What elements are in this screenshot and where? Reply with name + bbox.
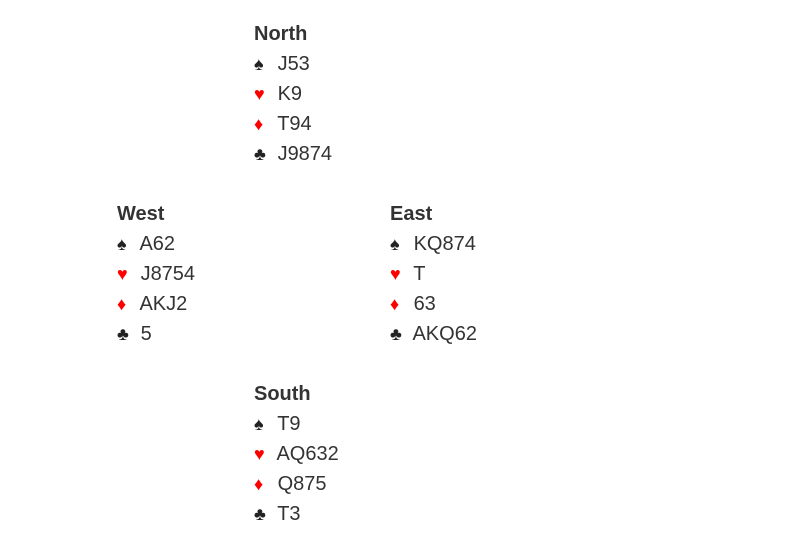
cards: T94 bbox=[277, 113, 312, 135]
cards: AQ632 bbox=[276, 443, 339, 465]
suit-holding-hearts: ♥ K9 bbox=[254, 79, 332, 109]
cards: 63 bbox=[413, 293, 436, 315]
diamond-icon: ♦ bbox=[254, 474, 264, 494]
suit-holding-clubs: ♣ J9874 bbox=[254, 139, 332, 169]
club-icon: ♣ bbox=[254, 504, 266, 524]
heart-icon: ♥ bbox=[254, 444, 265, 464]
hand-east: East♠ KQ874♥ T♦ 63♣ AKQ62 bbox=[390, 199, 477, 349]
suit-holding-diamonds: ♦ Q875 bbox=[254, 469, 339, 499]
cards: A62 bbox=[139, 233, 176, 255]
spade-icon: ♠ bbox=[254, 54, 264, 74]
hand-title: West bbox=[117, 203, 165, 225]
hand-title: East bbox=[390, 203, 433, 225]
spade-icon: ♠ bbox=[117, 234, 127, 254]
diamond-icon: ♦ bbox=[254, 114, 264, 134]
hand-north: North♠ J53♥ K9♦ T94♣ J9874 bbox=[254, 19, 332, 169]
suit-holding-spades: ♠ A62 bbox=[117, 229, 195, 259]
suit-holding-clubs: ♣ 5 bbox=[117, 319, 195, 349]
spade-icon: ♠ bbox=[254, 414, 264, 434]
heart-icon: ♥ bbox=[117, 264, 128, 284]
suit-holding-clubs: ♣ AKQ62 bbox=[390, 319, 477, 349]
cards: KQ874 bbox=[413, 233, 476, 255]
suit-holding-spades: ♠ J53 bbox=[254, 49, 332, 79]
spade-icon: ♠ bbox=[390, 234, 400, 254]
cards: J53 bbox=[277, 53, 310, 75]
suit-holding-clubs: ♣ T3 bbox=[254, 499, 339, 529]
suit-holding-hearts: ♥ AQ632 bbox=[254, 439, 339, 469]
hand-title: North bbox=[254, 23, 308, 45]
heart-icon: ♥ bbox=[390, 264, 401, 284]
cards: J8754 bbox=[140, 263, 196, 285]
suit-holding-diamonds: ♦ T94 bbox=[254, 109, 332, 139]
suit-holding-diamonds: ♦ 63 bbox=[390, 289, 477, 319]
club-icon: ♣ bbox=[117, 324, 129, 344]
cards: AKJ2 bbox=[139, 293, 188, 315]
cards: AKQ62 bbox=[412, 323, 477, 345]
suit-holding-spades: ♠ T9 bbox=[254, 409, 339, 439]
suit-holding-diamonds: ♦ AKJ2 bbox=[117, 289, 195, 319]
hand-title: South bbox=[254, 383, 311, 405]
hand-west: West♠ A62♥ J8754♦ AKJ2♣ 5 bbox=[117, 199, 195, 349]
cards: Q875 bbox=[277, 473, 327, 495]
cards: J9874 bbox=[277, 143, 333, 165]
diamond-icon: ♦ bbox=[390, 294, 400, 314]
club-icon: ♣ bbox=[254, 144, 266, 164]
cards: 5 bbox=[140, 323, 152, 345]
cards: T3 bbox=[277, 503, 301, 525]
hand-south: South♠ T9♥ AQ632♦ Q875♣ T3 bbox=[254, 379, 339, 529]
cards: K9 bbox=[277, 83, 303, 105]
club-icon: ♣ bbox=[390, 324, 402, 344]
diamond-icon: ♦ bbox=[117, 294, 127, 314]
suit-holding-spades: ♠ KQ874 bbox=[390, 229, 477, 259]
suit-holding-hearts: ♥ J8754 bbox=[117, 259, 195, 289]
suit-holding-hearts: ♥ T bbox=[390, 259, 477, 289]
heart-icon: ♥ bbox=[254, 84, 265, 104]
cards: T bbox=[413, 263, 426, 285]
cards: T9 bbox=[277, 413, 301, 435]
